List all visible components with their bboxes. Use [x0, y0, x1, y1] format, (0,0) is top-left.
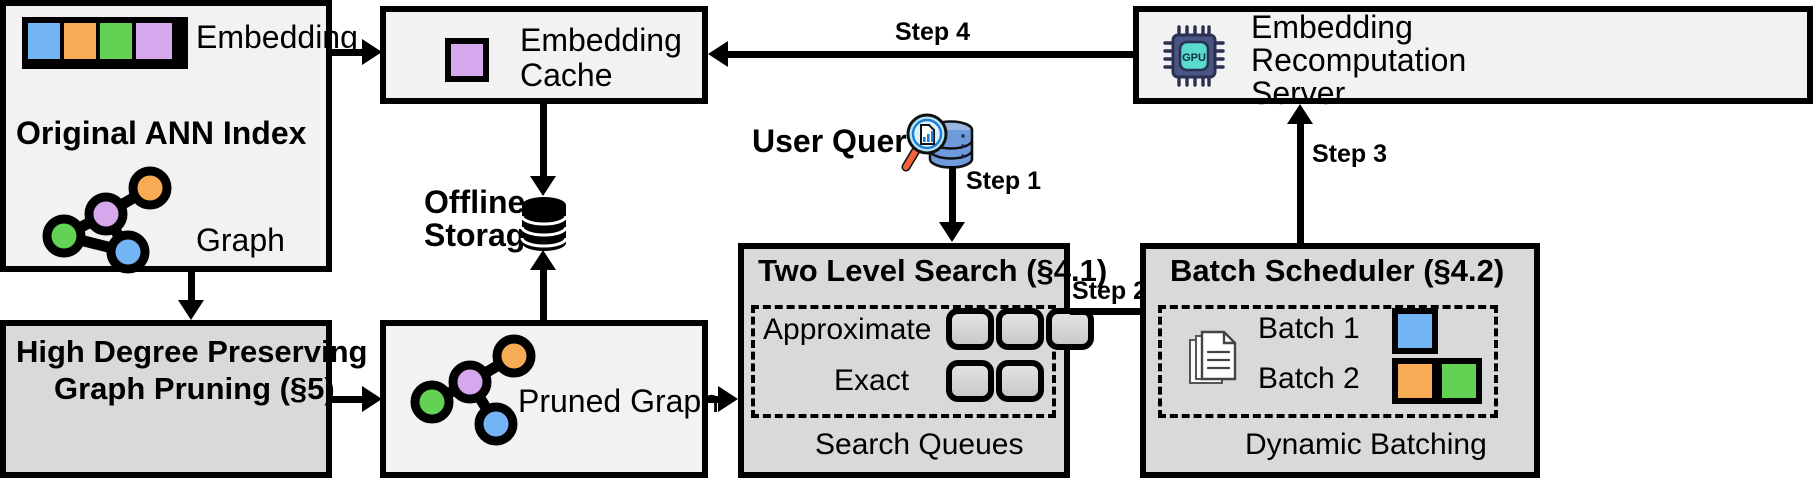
exact-queue-chips: [946, 360, 1044, 402]
pruned-graph-icon: [410, 334, 536, 446]
original-graph-icon: [42, 166, 172, 274]
queue-chip[interactable]: [996, 308, 1044, 350]
search-queues-footer: Search Queues: [815, 428, 1024, 461]
arrow-pruned-to-storage-head: [530, 250, 556, 270]
embedding-cache-swatch-icon: [445, 38, 489, 82]
two-level-search-title: Two Level Search (§4.1): [758, 253, 1108, 288]
arrow-cache-to-storage-head: [530, 176, 556, 196]
recomputation-server-title-line1: Embedding: [1251, 9, 1413, 45]
arrow-index-to-cache-line: [332, 49, 366, 56]
step2-line: [1070, 308, 1152, 315]
embedding-strip: [22, 17, 188, 69]
step1-line: [949, 166, 956, 228]
database-cylinder-icon: [520, 197, 568, 251]
batch-1-swatch-blue: [1392, 308, 1438, 354]
embedding-label: Embedding: [196, 19, 358, 55]
gpu-chip-icon: GPU: [1163, 25, 1225, 87]
embedding-cache-title-line2: Cache: [520, 57, 613, 93]
embedding-cell-blue: [28, 23, 64, 59]
high-degree-pruning-title-line2: Graph Pruning (§5): [54, 371, 335, 406]
step4-line: [728, 51, 1133, 58]
step3-line: [1297, 120, 1304, 243]
step1-label: Step 1: [966, 167, 1042, 195]
step4-arrow-head: [708, 41, 728, 67]
batch-2-swatch-green: [1436, 358, 1482, 404]
embedding-cache-box: [380, 6, 708, 104]
high-degree-pruning-title-line1: High Degree Preserving: [16, 334, 368, 369]
arrow-pruning-to-pruned-line: [332, 396, 366, 403]
approximate-queue-chips: [946, 308, 1094, 350]
graph-label: Graph: [196, 222, 285, 258]
arrow-cache-to-storage-line: [540, 104, 547, 182]
step3-arrow-head: [1287, 104, 1313, 124]
arrow-index-to-cache-head: [362, 39, 382, 65]
arrow-pruned-to-storage-line: [540, 262, 547, 320]
batch-scheduler-title: Batch Scheduler (§4.2): [1170, 253, 1505, 288]
batch-2-label: Batch 2: [1258, 362, 1360, 395]
step1-arrow-head: [939, 222, 965, 242]
offline-storage-label-line1: Offline: [424, 184, 526, 220]
batch-1-label: Batch 1: [1258, 312, 1360, 345]
exact-row-label: Exact: [834, 364, 910, 397]
step3-label: Step 3: [1312, 140, 1388, 168]
original-ann-index-title: Original ANN Index: [16, 115, 307, 151]
step2-label: Step 2: [1072, 277, 1148, 305]
batch-2-swatch-orange: [1392, 358, 1438, 404]
queue-chip[interactable]: [996, 360, 1044, 402]
user-query-label: User Query: [752, 123, 925, 159]
dynamic-batching-region: [1158, 305, 1498, 418]
queue-chip[interactable]: [946, 308, 994, 350]
embedding-cache-title-line1: Embedding: [520, 22, 682, 58]
queue-chip[interactable]: [946, 360, 994, 402]
arrow-pruning-to-pruned-head: [362, 386, 382, 412]
dynamic-batching-footer: Dynamic Batching: [1245, 428, 1487, 461]
svg-text:GPU: GPU: [1182, 52, 1206, 64]
approximate-row-label: Approximate: [763, 313, 932, 346]
documents-stack-icon: [1189, 330, 1237, 384]
arrow-pruned-to-search-head: [718, 386, 738, 412]
step4-label: Step 4: [895, 18, 971, 46]
embedding-cell-green: [100, 23, 136, 59]
pruned-graph-label: Pruned Graph: [518, 383, 720, 419]
high-degree-pruning-box: [0, 320, 332, 478]
arrow-index-to-pruning-line: [188, 272, 195, 308]
embedding-cell-purple: [136, 23, 172, 59]
embedding-cell-orange: [64, 23, 100, 59]
recomputation-server-title-line2: Recomputation: [1251, 42, 1467, 78]
search-database-icon: [901, 113, 974, 172]
arrow-index-to-pruning-head: [178, 300, 204, 320]
search-queues-region: [751, 305, 1056, 418]
embedding-recomputation-server-box: [1133, 6, 1813, 104]
